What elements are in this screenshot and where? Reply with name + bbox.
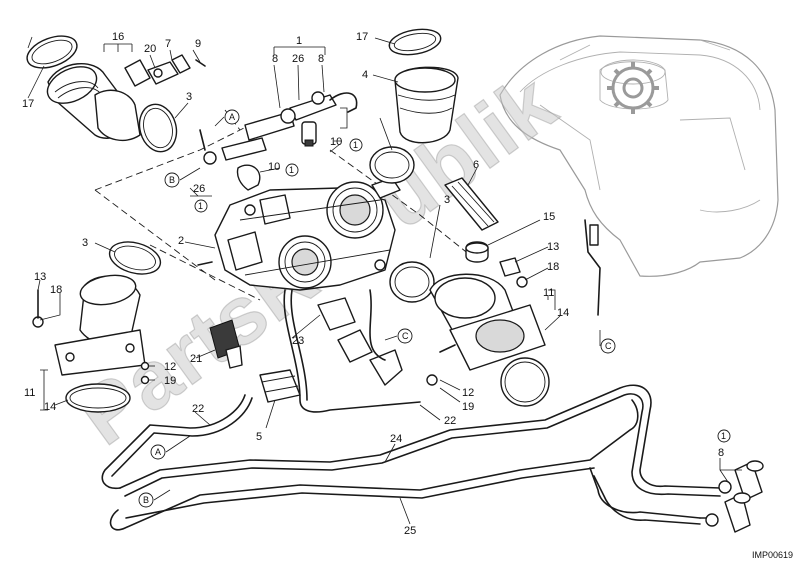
callout-21: 21	[190, 353, 202, 365]
callout-4: 4	[362, 69, 368, 81]
note-1-d: 1	[721, 431, 726, 441]
bottom-right-fittings	[699, 460, 764, 533]
callout-3-left: 3	[82, 237, 88, 249]
callout-3-right: 3	[444, 194, 450, 206]
callout-10-right: 10	[330, 136, 342, 148]
callout-19-right: 19	[462, 401, 474, 413]
callout-25: 25	[404, 525, 416, 537]
ref-b-top: B	[169, 175, 175, 185]
ref-b-bottom: B	[143, 495, 149, 505]
right-mid-parts	[389, 177, 601, 407]
callout-12-right: 12	[462, 387, 474, 399]
note-1-c: 1	[198, 201, 203, 211]
callout-11-left: 11	[24, 387, 35, 399]
callout-17-right: 17	[356, 31, 368, 43]
left-upper-intake	[26, 35, 206, 153]
ref-c-right: C	[605, 341, 612, 351]
diagram-code: IMP00619	[752, 550, 793, 560]
callout-10-left: 10	[268, 161, 280, 173]
callout-24: 24	[390, 433, 402, 445]
leader-lines	[27, 36, 742, 525]
note-1-b: 1	[289, 165, 294, 175]
gear-logo	[607, 62, 659, 114]
callout-3-top: 3	[186, 91, 192, 103]
callout-1: 1	[296, 35, 302, 47]
callout-18-left: 18	[50, 284, 62, 296]
callout-13-left: 13	[34, 271, 46, 283]
callout-26-top: 26	[292, 53, 304, 65]
callout-11-right: 11	[543, 287, 554, 299]
callout-22-right: 22	[444, 415, 456, 427]
callout-18-right: 18	[547, 261, 559, 273]
callout-16: 16	[112, 31, 124, 43]
callout-23: 23	[292, 335, 304, 347]
callout-19-left: 19	[164, 375, 176, 387]
callout-22-left: 22	[192, 403, 204, 415]
callout-5: 5	[256, 431, 262, 443]
throttle-body	[197, 177, 401, 291]
callout-12-left: 12	[164, 361, 176, 373]
callout-9: 9	[195, 38, 201, 50]
callout-20: 20	[144, 43, 156, 55]
callout-7: 7	[165, 38, 171, 50]
callout-2: 2	[178, 235, 184, 247]
sensors	[209, 297, 403, 403]
ref-a-top: A	[229, 112, 235, 122]
airbox	[499, 35, 779, 277]
ref-c-mid: C	[402, 331, 409, 341]
callout-26-left: 26	[193, 183, 205, 195]
callout-14-left: 14	[44, 401, 56, 413]
reference-markers: A B C C A B 1 1 1 1	[138, 107, 731, 508]
callout-14-right: 14	[557, 307, 569, 319]
callout-labels: 1 16 17 20 7 9 3 8 26 8 17 4 10 10 26 3 …	[22, 31, 724, 537]
right-upper-intake	[369, 28, 459, 184]
callout-8-bottom: 8	[718, 447, 724, 459]
note-1-a: 1	[353, 140, 358, 150]
left-lower-intake	[32, 241, 162, 413]
callout-17-left: 17	[22, 98, 34, 110]
assembly-dashed-outline	[94, 109, 471, 301]
callout-13-right: 13	[547, 241, 559, 253]
hoses	[101, 289, 721, 531]
callout-6: 6	[473, 159, 479, 171]
vacuum-hoses-top	[199, 91, 358, 191]
callout-8-top-left: 8	[272, 53, 278, 65]
callout-15: 15	[543, 211, 555, 223]
callout-8-top-right: 8	[318, 53, 324, 65]
ref-a-bottom: A	[155, 447, 161, 457]
